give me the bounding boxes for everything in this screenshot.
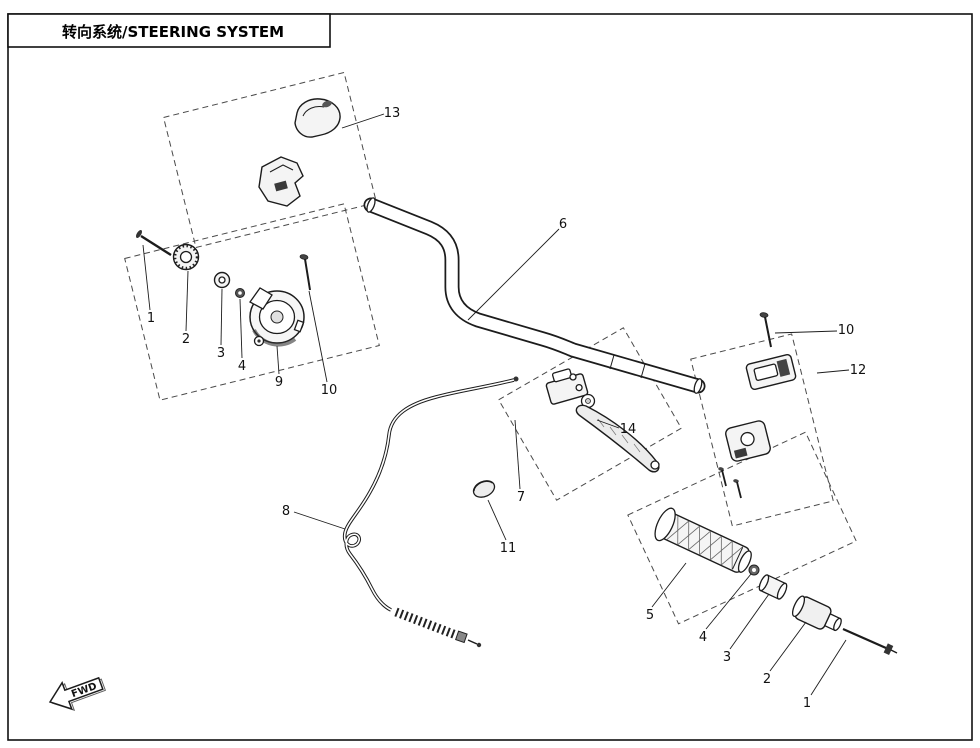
part-label-13: 13 <box>384 106 401 121</box>
part-label-10-left: 10 <box>321 383 338 398</box>
brake-lever-assembly <box>545 368 660 473</box>
part-label-2-left: 2 <box>182 332 190 347</box>
part-label-1-left: 1 <box>147 311 155 326</box>
part-label-2-bottom: 2 <box>763 672 771 687</box>
part-label-10-right: 10 <box>838 323 855 338</box>
switch-housing-top <box>258 98 341 207</box>
dashed-box-left-assembly <box>124 203 380 401</box>
part-label-7: 7 <box>517 490 525 505</box>
part-label-8: 8 <box>282 504 290 519</box>
part-label-3-bottom: 3 <box>723 650 731 665</box>
part-label-4-bottom: 4 <box>699 630 707 645</box>
switch-housing-right <box>718 353 797 499</box>
part-labels: 13 6 1 2 3 4 9 10 10 12 14 7 8 11 5 4 3 … <box>147 106 866 711</box>
leader-lines <box>142 113 850 696</box>
fwd-direction-arrow: FWD <box>48 676 106 711</box>
part-label-4-left: 4 <box>238 359 246 374</box>
part-label-14: 14 <box>620 422 637 437</box>
grip-assembly <box>654 507 898 656</box>
handlebar <box>363 197 706 394</box>
part-label-12: 12 <box>850 363 867 378</box>
cable-clip <box>472 480 496 498</box>
page-title: 转向系统/STEERING SYSTEM <box>62 23 284 41</box>
right-housing-screw <box>759 312 772 348</box>
left-bar-end-assembly <box>135 230 311 347</box>
dashed-box-switch-top <box>162 71 378 249</box>
title-box <box>7 13 331 48</box>
part-label-5: 5 <box>646 608 654 623</box>
page-frame: 转向系统/STEERING SYSTEM <box>7 13 973 741</box>
part-label-6: 6 <box>559 217 567 232</box>
part-label-3-left: 3 <box>217 346 225 361</box>
part-label-11: 11 <box>500 541 517 556</box>
throttle-cable <box>342 376 519 648</box>
part-label-9: 9 <box>275 375 283 390</box>
part-label-1-bottom: 1 <box>803 696 811 711</box>
